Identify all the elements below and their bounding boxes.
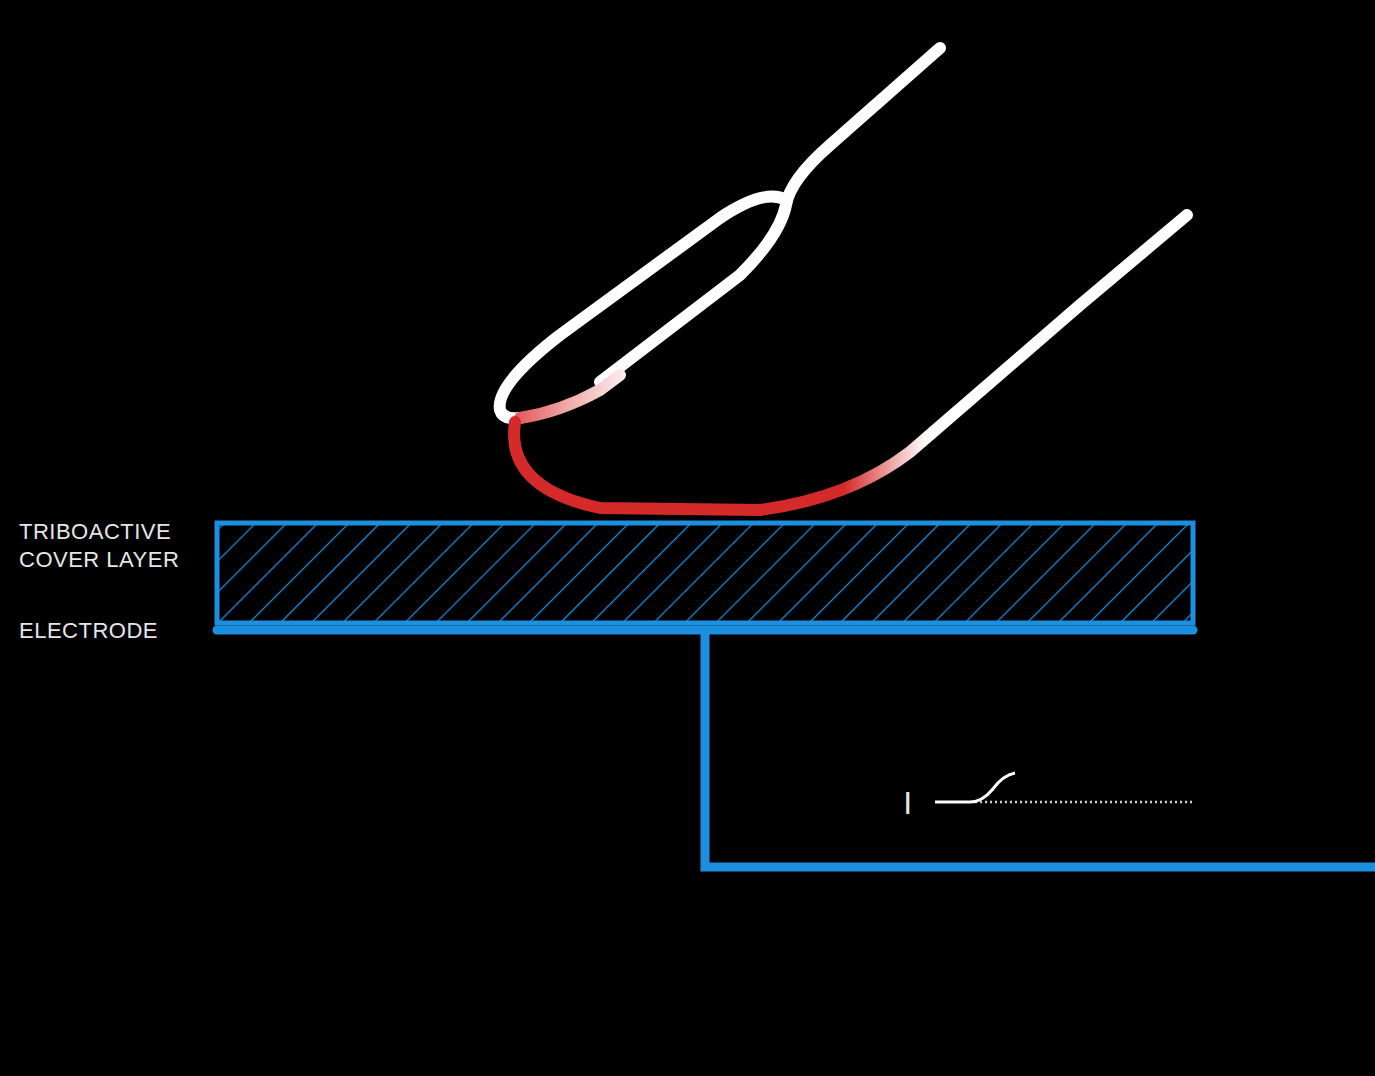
nail-top bbox=[500, 197, 786, 419]
cover-layer bbox=[217, 523, 1193, 623]
finger-back bbox=[600, 48, 940, 382]
wire bbox=[705, 632, 1375, 867]
signal-plot bbox=[935, 773, 1192, 802]
current-symbol: I bbox=[888, 784, 928, 822]
nail-bottom bbox=[520, 375, 620, 418]
part-label: TRIBOACTIVE COVER LAYER bbox=[19, 518, 209, 574]
fingertip bbox=[514, 215, 1187, 510]
finger bbox=[500, 48, 1187, 510]
signal-baseline bbox=[975, 801, 1192, 804]
part-label: ELECTRODE bbox=[19, 617, 209, 645]
signal-trace bbox=[935, 773, 1015, 802]
